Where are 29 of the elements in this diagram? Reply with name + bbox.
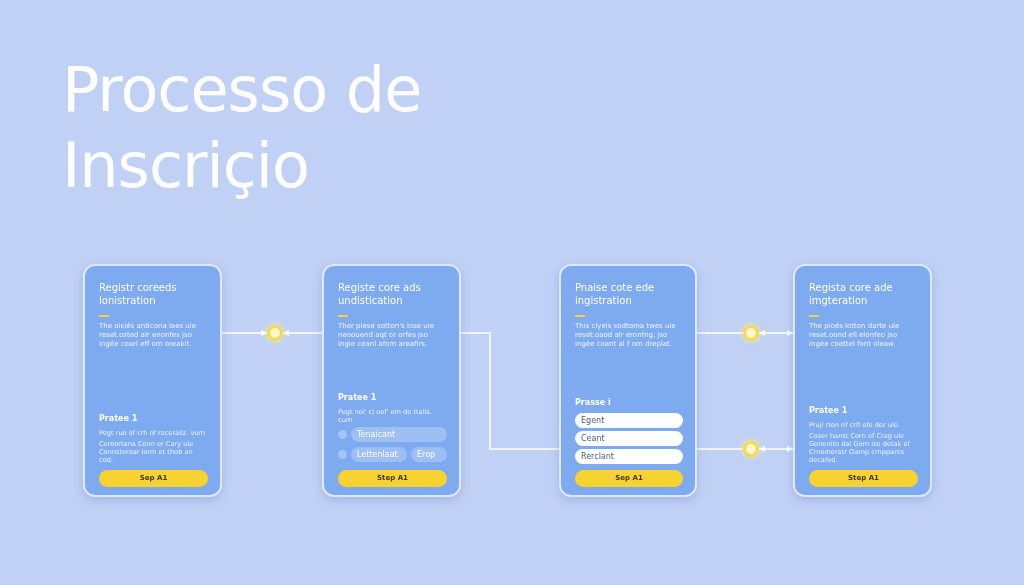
connector-line [696,448,744,450]
section-label: Pratee 1 [809,406,849,415]
connector-line [758,446,794,452]
section-label: Pratee 1 [338,393,378,402]
card-heading: Pnaise cote ede ingistration [575,282,656,307]
input-field: Egent [575,413,683,428]
input-field: Tenaicant [351,427,447,442]
section-label: Prasse i [575,398,612,407]
step-card [559,264,697,497]
input-field: Ceant [575,431,683,446]
input-field: Erop [411,447,447,462]
input-field: Lettenlaat [351,447,407,462]
junction-circle [267,325,283,341]
step-card [83,264,222,497]
junction-circle [743,441,759,457]
step-card [322,264,461,497]
card-heading: Registr coreeds lonistration [99,282,178,307]
input-field: Rerclant [575,449,683,464]
card-heading: Regista core ade imgteration [809,282,894,307]
connector-line [696,332,744,334]
connector-line [758,330,794,336]
connector-line [282,330,323,336]
connector-line [221,330,268,336]
section-label: Pratee 1 [99,414,139,423]
step-card [793,264,932,497]
connector-line [460,332,560,450]
card-heading: Registe core ads undistication [338,282,422,307]
diagram-title: Processo de Inscriçio [62,52,423,204]
junction-circle [743,325,759,341]
